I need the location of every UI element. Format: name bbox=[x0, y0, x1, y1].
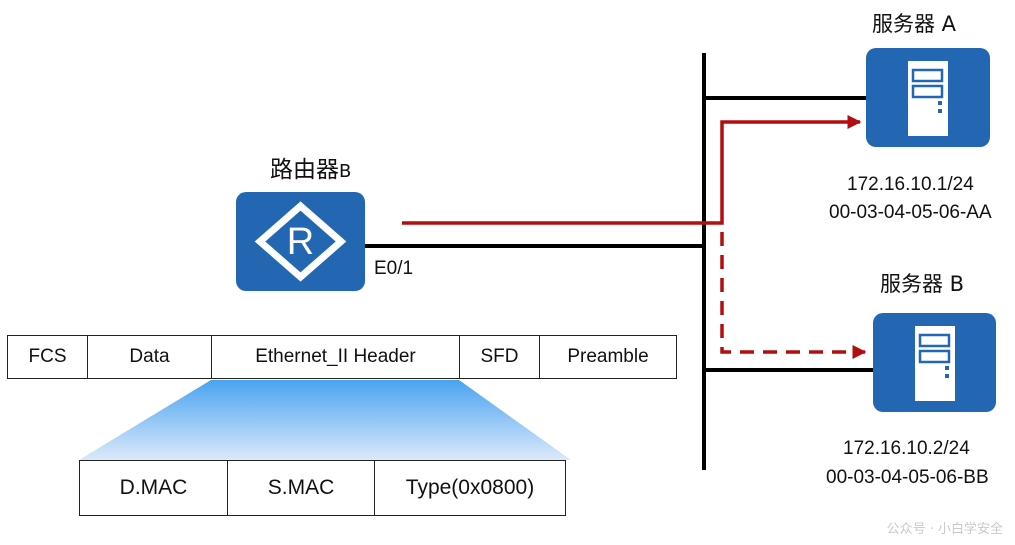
server-icon bbox=[915, 326, 955, 401]
server-b-ip: 172.16.10.2/24 bbox=[843, 438, 970, 459]
frame-field-data: Data bbox=[88, 336, 212, 378]
path-to-server-a bbox=[402, 115, 862, 225]
watermark: 公众号 · 小白学安全 bbox=[886, 522, 1003, 537]
server-b-mac: 00-03-04-05-06-BB bbox=[826, 467, 989, 488]
server-a-name: 服务器 A bbox=[872, 12, 957, 36]
server-a-mac: 00-03-04-05-06-AA bbox=[829, 202, 992, 223]
frame-field-sfd: SFD bbox=[460, 336, 540, 378]
svg-text:R: R bbox=[287, 221, 314, 263]
frame-field-header: Ethernet_II Header bbox=[212, 336, 460, 378]
server-icon bbox=[908, 61, 948, 136]
server-a[interactable] bbox=[866, 48, 990, 147]
router[interactable]: R bbox=[236, 192, 365, 291]
ethernet-frame: FCS Data Ethernet_II Header SFD Preamble bbox=[7, 335, 677, 379]
header-field-smac: S.MAC bbox=[228, 461, 375, 515]
router-interface: E0/1 bbox=[374, 258, 414, 279]
header-field-type: Type(0x0800) bbox=[405, 476, 535, 499]
header-field-dmac: D.MAC bbox=[80, 461, 228, 515]
router-icon: R bbox=[254, 201, 347, 282]
router-name: 路由器 bbox=[270, 157, 339, 183]
path-to-server-b bbox=[720, 232, 867, 359]
server-b-name: 服务器 B bbox=[880, 272, 965, 296]
frame-field-preamble: Preamble bbox=[567, 346, 649, 367]
router-suffix: B bbox=[339, 161, 352, 182]
router-label: 路由器B bbox=[270, 150, 351, 184]
header-expansion bbox=[79, 380, 571, 460]
server-b[interactable] bbox=[873, 313, 996, 412]
frame-field-fcs: FCS bbox=[8, 336, 88, 378]
header-breakdown: D.MAC S.MAC Type(0x0800) bbox=[79, 460, 566, 516]
server-a-ip: 172.16.10.1/24 bbox=[847, 174, 974, 195]
